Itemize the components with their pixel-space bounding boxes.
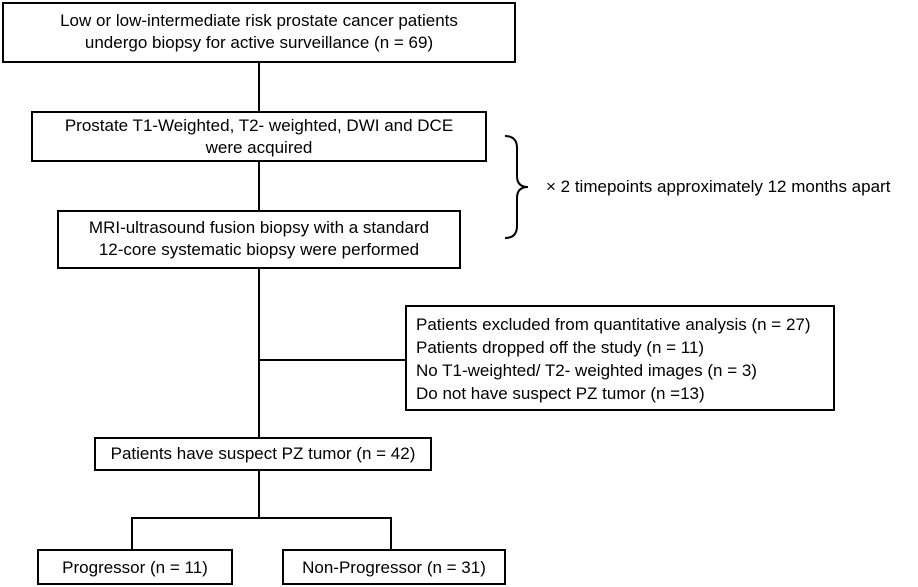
biopsy-box: MRI-ultrasound fusion biopsy with a stan…	[57, 210, 461, 269]
connector-split-to-progressor	[131, 517, 133, 550]
connector-top-to-mri	[258, 62, 260, 112]
mri-line-1: Prostate T1-Weighted, T2- weighted, DWI …	[64, 116, 454, 135]
pz-tumor-text: Patients have suspect PZ tumor (n = 42)	[110, 444, 416, 463]
progressor-text: Progressor (n = 11)	[62, 558, 208, 577]
biopsy-line-2: 12-core systematic biopsy were performed	[98, 240, 420, 259]
excluded-line-2: Patients dropped off the study (n = 11)	[416, 338, 705, 357]
timepoints-brace	[504, 135, 529, 239]
biopsy-line-1: MRI-ultrasound fusion biopsy with a stan…	[88, 218, 430, 237]
excluded-line-3: No T1-weighted/ T2- weighted images (n =…	[416, 361, 757, 380]
connector-to-excluded	[258, 359, 406, 361]
enrollment-line-1: Low or low-intermediate risk prostate ca…	[60, 11, 458, 30]
mri-acquisition-box: Prostate T1-Weighted, T2- weighted, DWI …	[31, 111, 487, 162]
connector-split-to-non-progressor	[390, 517, 392, 550]
progressor-box: Progressor (n = 11)	[37, 549, 233, 585]
non-progressor-box: Non-Progressor (n = 31)	[282, 549, 506, 585]
excluded-box: Patients excluded from quantitative anal…	[405, 305, 835, 411]
pz-tumor-box: Patients have suspect PZ tumor (n = 42)	[94, 437, 432, 471]
excluded-line-4: Do not have suspect PZ tumor (n =13)	[416, 384, 705, 403]
excluded-line-1: Patients excluded from quantitative anal…	[416, 315, 811, 334]
connector-pz-to-split	[258, 470, 260, 518]
connector-mri-to-biopsy	[258, 161, 260, 211]
timepoints-note: × 2 timepoints approximately 12 months a…	[546, 177, 891, 196]
connector-biopsy-to-pz	[258, 268, 260, 438]
enrollment-box: Low or low-intermediate risk prostate ca…	[2, 2, 516, 63]
non-progressor-text: Non-Progressor (n = 31)	[302, 558, 486, 577]
mri-line-2: were acquired	[205, 138, 313, 157]
enrollment-line-2: undergo biopsy for active surveillance (…	[84, 33, 434, 52]
connector-split-horizontal	[131, 517, 392, 519]
